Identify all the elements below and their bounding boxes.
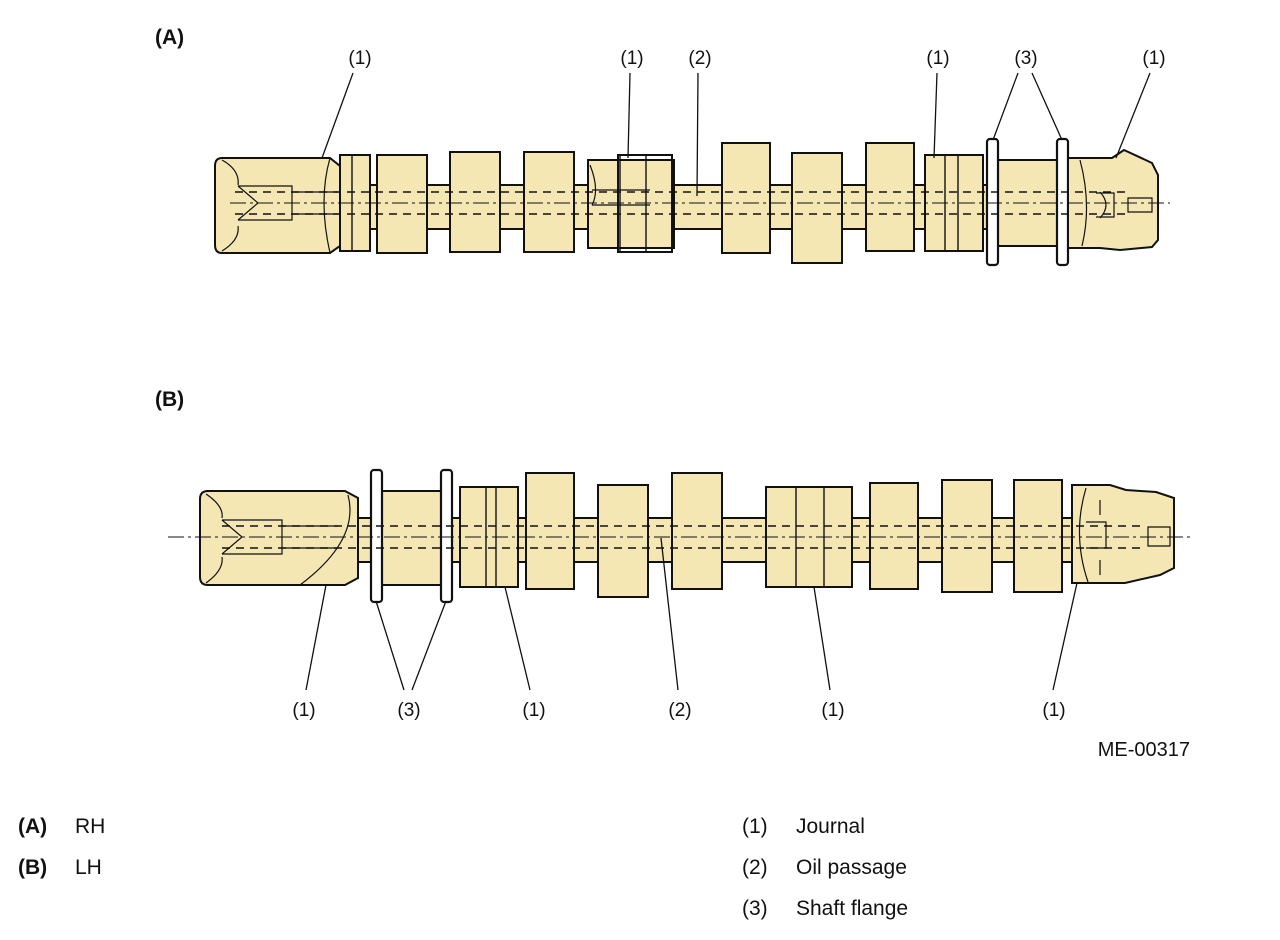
legend-views: (A) RH (B) LH [18,806,105,888]
legend-row-lh: (B) LH [18,847,105,888]
camshaft-rh [214,137,1170,267]
callout-a-journal-1: (1) [348,48,371,69]
cam-lobe-rh-6 [865,142,915,252]
journal-rh-2 [587,159,675,249]
legend-parts: (1) Journal (2) Oil passage (3) Shaft fl… [742,806,908,929]
panel-a-label: (A) [155,26,184,49]
callout-a-journal-4: (1) [1142,48,1165,69]
shaft-flange-lh-1 [369,468,384,604]
shaft-front-end-lh [199,490,359,586]
camshaft-diagram: (A) [155,26,1190,761]
legend-key-3: (3) [742,897,768,920]
legend-text-journal: Journal [796,815,865,838]
panel-b-label: (B) [155,388,184,411]
cam-lobe-lh-5 [941,479,993,593]
callout-b-journal-4: (1) [1042,700,1065,721]
callout-b-journal-2: (1) [522,700,545,721]
shaft-flange-lh-2 [439,468,454,604]
legend-key-2: (2) [742,856,768,879]
callout-b-shaft-flange: (3) [397,700,420,721]
callout-a-journal-3: (1) [926,48,949,69]
legend-text-rh: RH [75,815,106,838]
cam-lobe-rh-2 [449,151,501,253]
legend-text-lh: LH [75,856,102,879]
cam-lobe-lh-6 [1013,479,1063,593]
legend-text-oil-passage: Oil passage [796,856,907,879]
shaft-flange-rh-1 [985,137,1000,267]
legend-row-journal: (1) Journal [742,806,908,847]
legend-text-shaft-flange: Shaft flange [796,897,909,920]
callout-b-oil-passage: (2) [668,700,691,721]
thrust-section-lh [379,490,447,586]
legend-row-rh: (A) RH [18,806,105,847]
legend-row-shaft-flange: (3) Shaft flange [742,888,908,929]
figure-code: ME-00317 [1098,739,1190,761]
shaft-rear-end-lh [1071,484,1175,584]
callouts-panel-a: (1) (1) (2) (1) (3) (1) [321,48,1166,197]
cam-lobe-lh-1 [525,472,575,590]
cam-lobe-rh-5 [791,152,843,264]
callout-a-oil-passage: (2) [688,48,711,69]
cam-lobe-lh-3 [671,472,723,590]
callouts-panel-b: (1) (3) (1) (2) (1) (1) [292,537,1078,721]
shaft-front-end-rh [214,157,341,254]
legend-key-b: (B) [18,856,48,879]
shaft-flange-rh-2 [1055,137,1070,267]
cam-lobe-rh-1 [376,154,428,254]
callout-b-journal-3: (1) [821,700,844,721]
callout-a-journal-2: (1) [620,48,643,69]
callout-b-journal-1: (1) [292,700,315,721]
cam-lobe-rh-4 [721,142,771,254]
callout-a-shaft-flange: (3) [1014,48,1037,69]
cam-lobe-lh-2 [597,484,649,598]
camshaft-lh [168,468,1190,604]
legend-key-a: (A) [18,815,48,838]
legend-key-1: (1) [742,815,768,838]
legend-row-oil-passage: (2) Oil passage [742,847,908,888]
cam-lobe-rh-3 [523,151,575,253]
shaft-rear-end-rh [1067,148,1159,252]
cam-lobe-lh-4 [869,482,919,590]
